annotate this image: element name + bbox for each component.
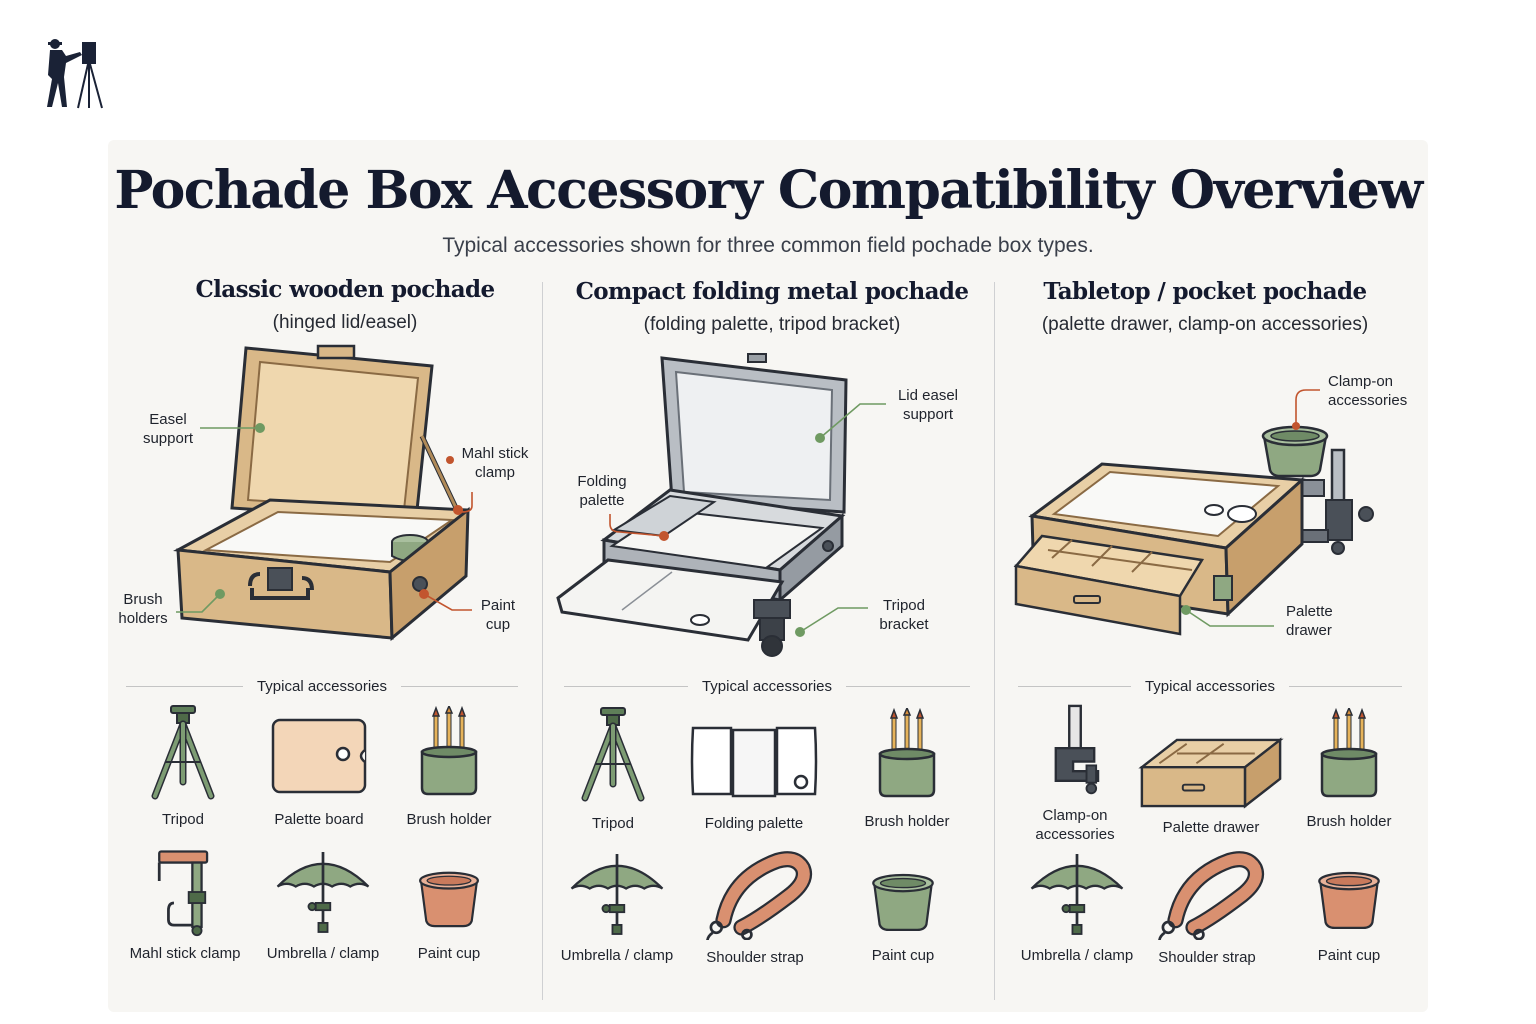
accessory-brush-holder: Brush holder — [1274, 708, 1424, 831]
callout-tripod-bracket: Tripod bracket — [879, 597, 929, 633]
accessory-tripod: Tripod — [108, 704, 258, 829]
brush-holder-icon — [414, 706, 484, 796]
column-divider — [994, 282, 995, 1000]
umbrella-icon — [567, 848, 667, 940]
accessory-folding-palette: Folding palette — [679, 722, 829, 833]
brush-holder-icon — [1314, 708, 1384, 798]
accessory-umbrella-clamp: Umbrella / clamp — [1002, 848, 1152, 965]
column-title-compact: Compact folding metal pochade — [575, 278, 969, 305]
accessory-tripod: Tripod — [538, 706, 688, 833]
section-header-classic: Typical accessories — [126, 676, 518, 696]
mahl-stick-clamp-icon — [145, 846, 225, 938]
painter-easel-logo-icon — [47, 39, 103, 109]
callout-clamp-on-accessories: Clamp-on accessories — [1328, 373, 1408, 409]
tripod-icon — [143, 704, 223, 804]
callout-folding-palette: Folding palette — [577, 473, 627, 509]
accessory-brush-holder: Brush holder — [832, 708, 982, 831]
accessory-brush-holder: Brush holder — [374, 706, 524, 829]
accessory-paint-cup: Paint cup — [374, 868, 524, 963]
accessory-shoulder-strap: Shoulder strap — [680, 850, 830, 967]
palette-drawer-icon — [1138, 734, 1284, 812]
paint-cup-icon — [414, 868, 484, 930]
accessory-clamp-on: Clamp-on accessories — [1000, 704, 1150, 844]
tabletop-pocket-pochade-illustration — [1013, 425, 1374, 636]
accessory-palette-board: Palette board — [244, 716, 394, 829]
section-header-tabletop: Typical accessories — [1018, 676, 1402, 696]
column-divider — [542, 282, 543, 1000]
column-subtitle-compact: (folding palette, tripod bracket) — [643, 314, 901, 335]
column-subtitle-tabletop: (palette drawer, clamp-on accessories) — [1041, 314, 1369, 335]
callout-palette-drawer: Palette drawer — [1286, 603, 1333, 639]
umbrella-icon — [273, 846, 373, 938]
callout-mahl-stick-clamp: Mahl stick clamp — [461, 445, 529, 481]
page-subtitle: Typical accessories shown for three comm… — [442, 234, 1094, 257]
brush-holder-icon — [872, 708, 942, 798]
accessory-shoulder-strap: Shoulder strap — [1132, 850, 1282, 967]
accessory-paint-cup: Paint cup — [828, 870, 978, 965]
accessory-paint-cup: Paint cup — [1274, 868, 1424, 965]
page-title: Pochade Box Accessory Compatibility Over… — [114, 160, 1423, 221]
section-header-compact: Typical accessories — [564, 676, 970, 696]
paint-cup-icon — [867, 870, 939, 934]
column-title-tabletop: Tabletop / pocket pochade — [1043, 278, 1367, 305]
callout-paint-cup: Paint cup — [480, 597, 516, 633]
shoulder-strap-icon — [1147, 850, 1267, 940]
callout-brush-holders: Brush holders — [118, 591, 168, 627]
umbrella-icon — [1027, 848, 1127, 940]
callout-lid-easel-support: Lid easel support — [897, 387, 959, 423]
paint-cup-icon — [1313, 868, 1385, 932]
accessory-palette-drawer: Palette drawer — [1136, 734, 1286, 837]
accessory-umbrella-clamp: Umbrella / clamp — [248, 846, 398, 963]
column-title-classic: Classic wooden pochade — [195, 276, 495, 303]
compact-folding-metal-pochade-illustration — [556, 353, 848, 657]
accessory-mahl-stick-clamp: Mahl stick clamp — [110, 846, 260, 963]
accessory-umbrella-clamp: Umbrella / clamp — [542, 848, 692, 965]
callout-easel-support: Easel support — [142, 411, 194, 447]
clamp-icon — [1035, 704, 1115, 800]
folding-palette-icon — [689, 722, 819, 802]
classic-wooden-pochade-illustration — [173, 344, 473, 642]
shoulder-strap-icon — [695, 850, 815, 940]
palette-board-icon — [269, 716, 369, 796]
tripod-icon — [573, 706, 653, 806]
column-subtitle-classic: (hinged lid/easel) — [272, 312, 418, 333]
